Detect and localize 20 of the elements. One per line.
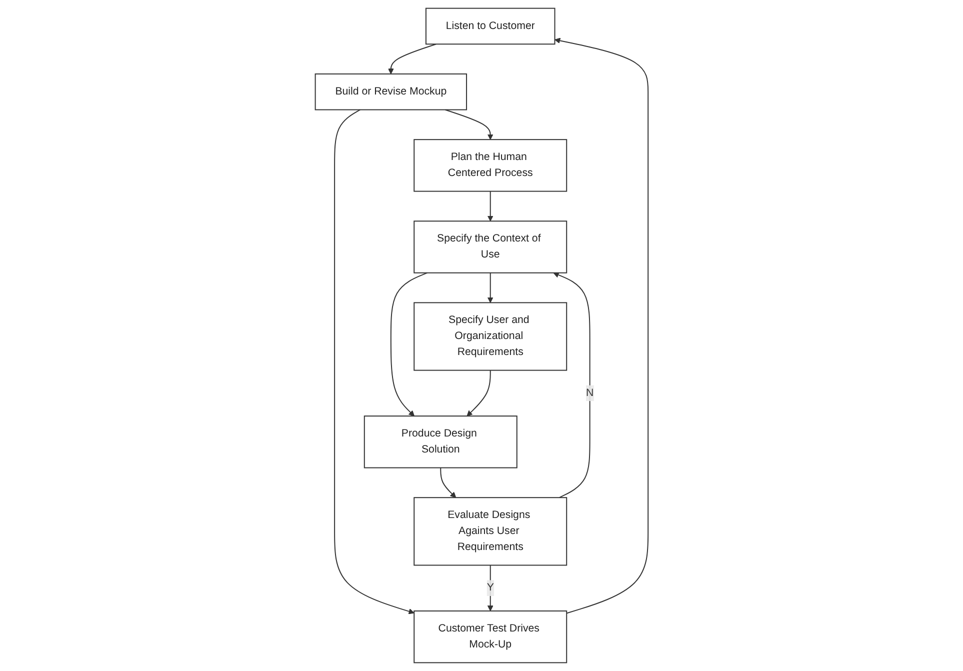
- arrow: [466, 370, 491, 416]
- arrow: [390, 272, 428, 416]
- arrow: [334, 109, 414, 614]
- node-box: Produce Design Solution: [364, 416, 518, 468]
- node-box: Plan the Human Centered Process: [413, 139, 567, 192]
- arrow: [487, 272, 494, 303]
- arrow: [388, 44, 436, 74]
- node-box: Specify User and Organizational Requirements: [413, 302, 567, 371]
- arrow: [554, 38, 648, 614]
- arrow: [440, 467, 456, 498]
- arrow: [552, 272, 590, 498]
- node-box: Customer Test Drives Mock-Up: [413, 610, 567, 664]
- node-box: Evaluate Designs Againts User Requirements: [413, 497, 567, 566]
- node-box: Specify the Context of Use: [413, 220, 567, 274]
- arrow: [444, 109, 494, 140]
- node-box: Listen to Customer: [425, 8, 556, 45]
- node-box: Build or Revise Mockup: [314, 73, 467, 110]
- edge-label: N: [586, 387, 594, 398]
- edge-label: Y: [486, 582, 494, 594]
- arrow: [487, 190, 494, 222]
